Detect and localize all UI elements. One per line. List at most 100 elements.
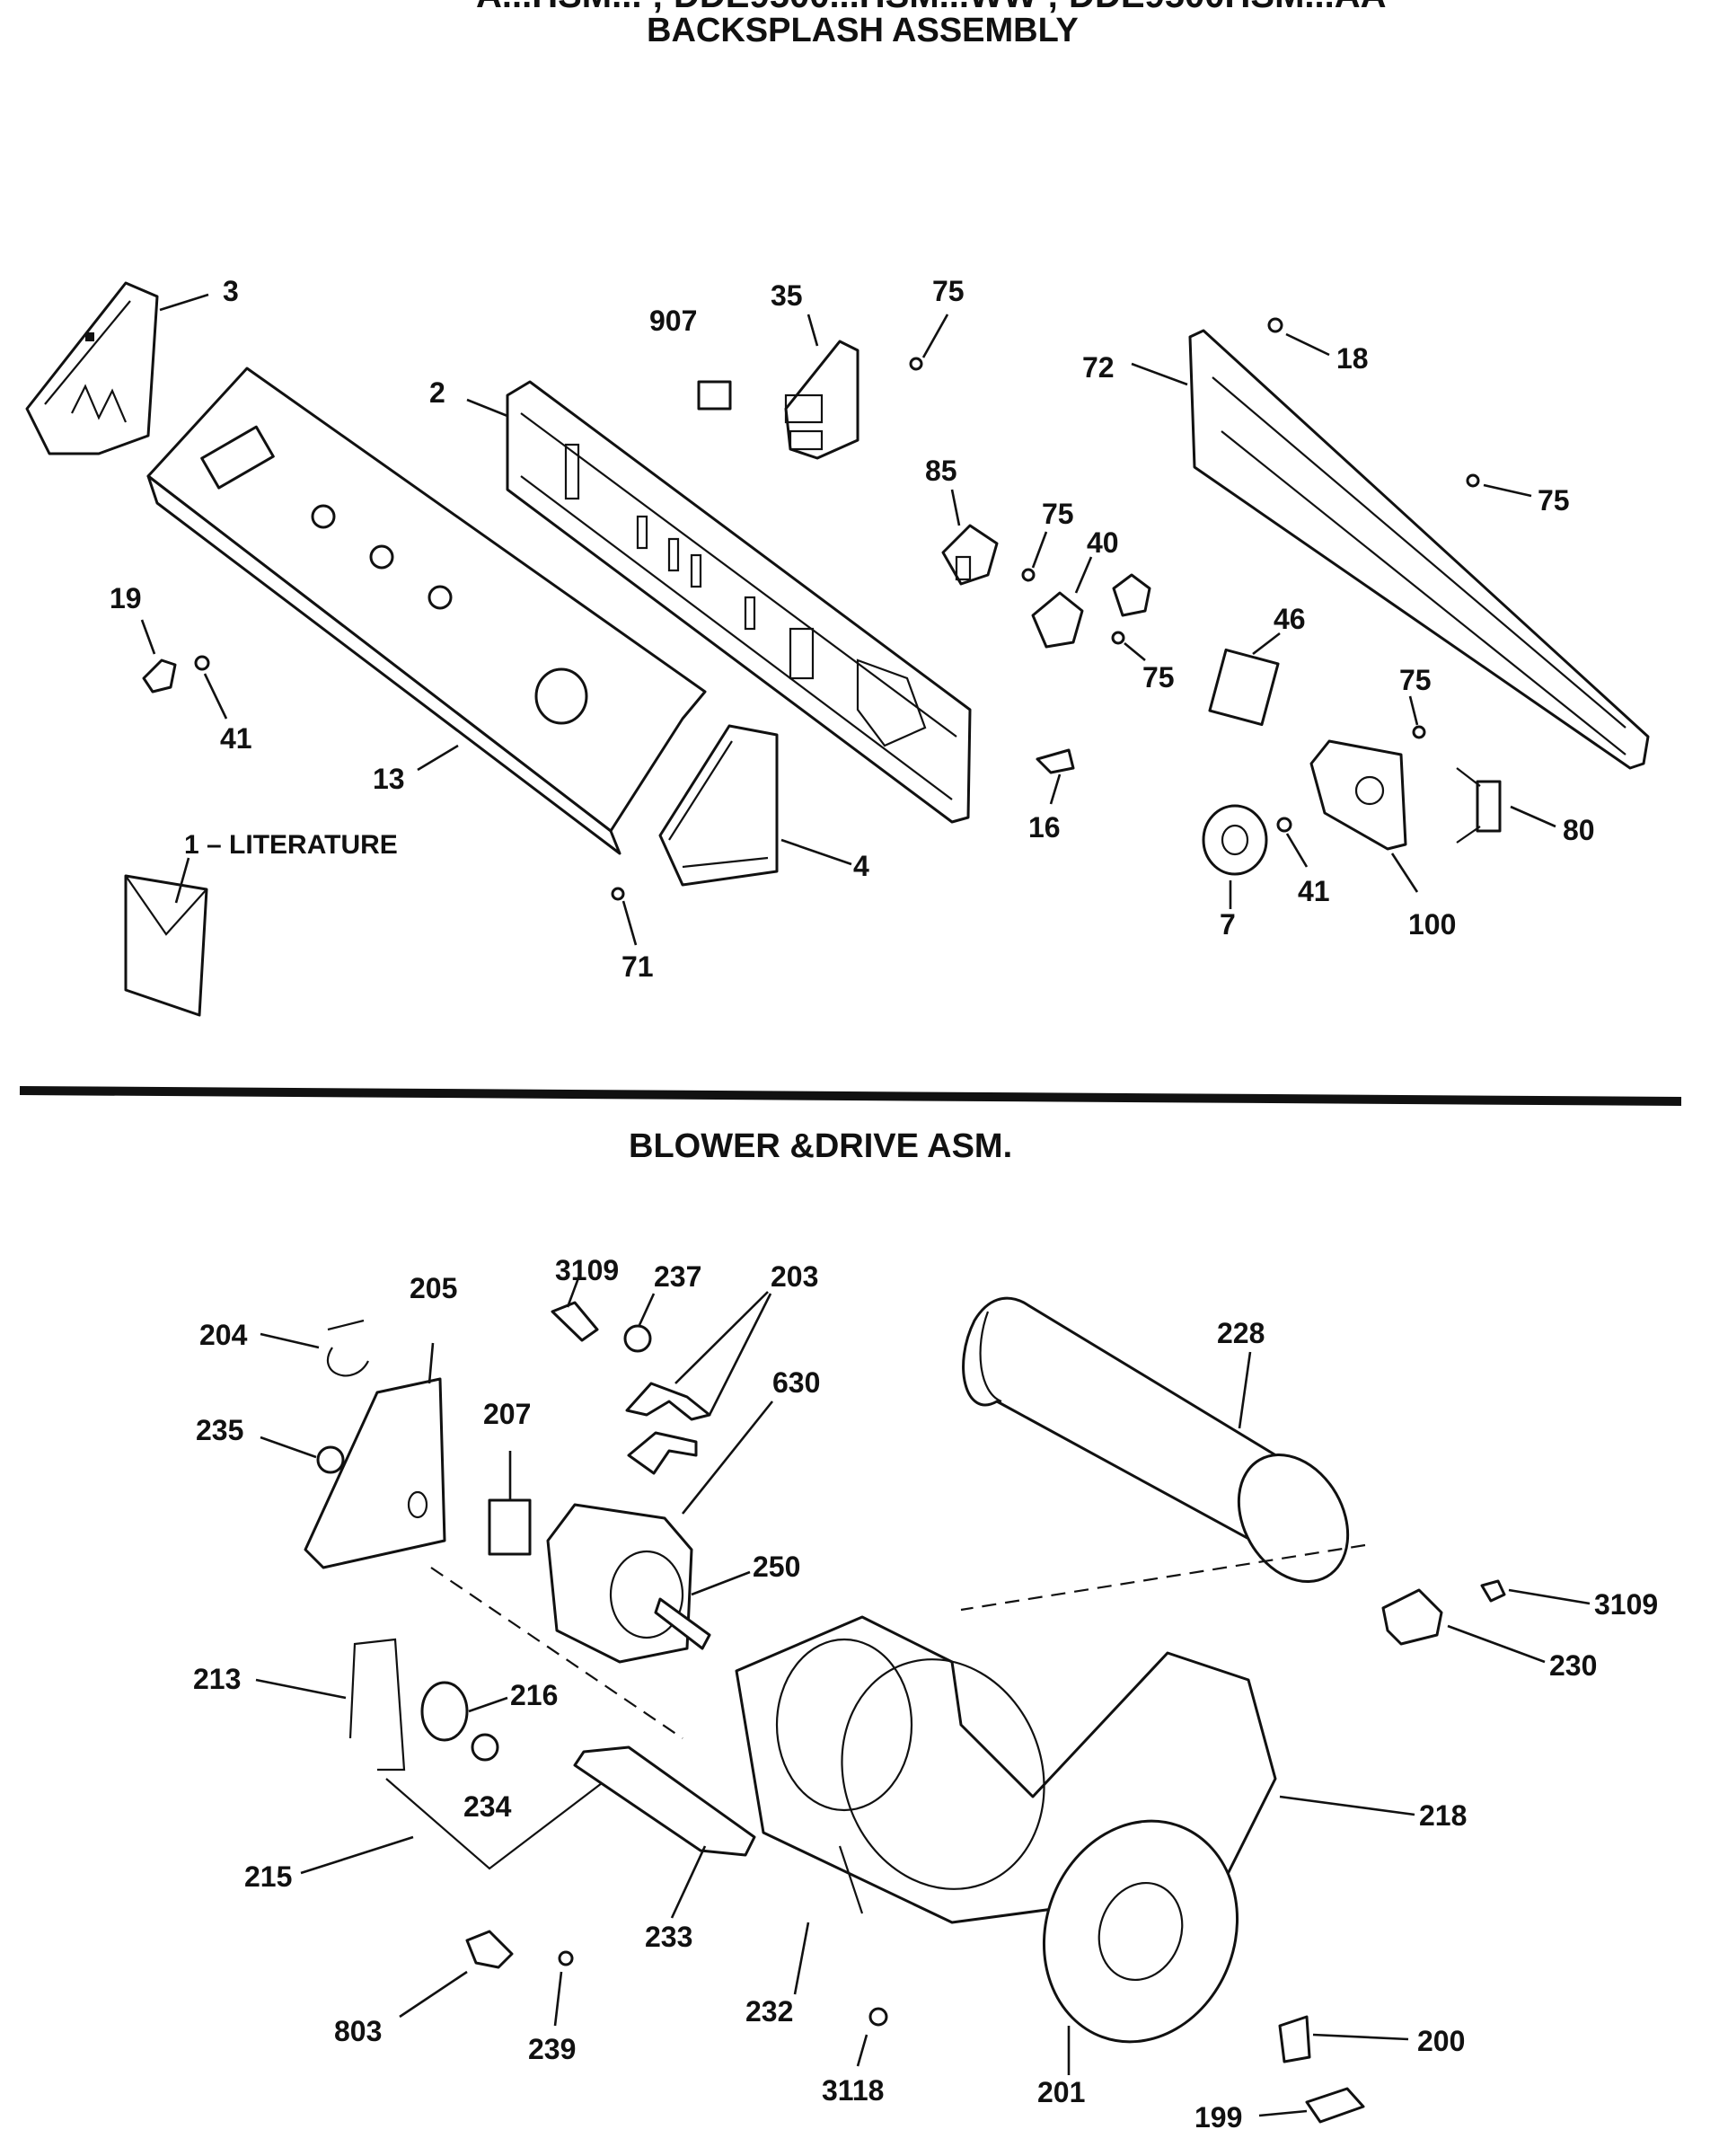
leader-85 [950, 489, 961, 526]
screw-75-a [909, 357, 923, 371]
leader-3 [159, 293, 209, 312]
part-41-a [194, 655, 210, 671]
leader-41-b [1285, 833, 1309, 868]
label-80: 80 [1563, 814, 1595, 846]
leader-75-c [1031, 531, 1048, 569]
part-201-blower-wheel [1042, 1819, 1239, 2044]
part-204-clamp [326, 1319, 369, 1377]
label-228: 228 [1217, 1317, 1265, 1349]
part-80-block [1456, 767, 1502, 844]
label-75-e: 75 [1399, 664, 1432, 696]
leader-213 [255, 1678, 347, 1700]
cut-off-model-title: A...HSM... ; DDE9500...HSM...WW ; DDE950… [476, 0, 1387, 15]
label-204: 204 [199, 1319, 248, 1351]
label-75-a: 75 [932, 275, 965, 307]
screw-75-d [1111, 631, 1125, 645]
label-35: 35 [771, 279, 803, 312]
dash-motor [430, 1567, 683, 1739]
label-233: 233 [645, 1921, 692, 1953]
label-75-d: 75 [1142, 661, 1175, 694]
label-907: 907 [649, 305, 697, 337]
part-100-timer [1309, 739, 1407, 851]
label-207: 207 [483, 1398, 531, 1430]
section-divider [19, 1086, 1682, 1106]
part-1-literature [124, 874, 208, 1017]
screw-71 [611, 887, 625, 901]
label-71: 71 [621, 950, 654, 983]
leader-216 [468, 1696, 508, 1713]
part-46-board [1208, 648, 1280, 727]
label-205: 205 [410, 1272, 457, 1304]
part-4-endcap [658, 724, 779, 887]
part-40-switch [1031, 573, 1151, 649]
part-228-duct [962, 1296, 1350, 1584]
part-232-rod [838, 1845, 864, 1914]
part-205-bracket [304, 1377, 446, 1569]
part-207-switch [488, 1498, 532, 1556]
label-237: 237 [654, 1260, 701, 1293]
label-215: 215 [244, 1860, 292, 1893]
label-2: 2 [429, 376, 445, 409]
label-216: 216 [510, 1679, 558, 1711]
label-250: 250 [753, 1551, 800, 1583]
label-630: 630 [772, 1366, 820, 1399]
leader-203-b [708, 1293, 772, 1416]
label-213: 213 [193, 1663, 241, 1695]
label-235: 235 [196, 1414, 243, 1446]
leader-3118 [856, 2034, 868, 2067]
screw-75-e [1412, 725, 1426, 739]
label-75-b: 75 [1538, 484, 1570, 517]
label-7: 7 [1220, 908, 1236, 941]
leader-228 [1238, 1351, 1252, 1429]
part-7-knob [1202, 804, 1268, 876]
leader-1 [174, 857, 190, 904]
part-3109-lamp [1480, 1579, 1506, 1603]
part-3109-bulb [551, 1301, 599, 1342]
leader-630 [681, 1401, 774, 1515]
leader-233 [670, 1845, 707, 1919]
leader-2 [466, 398, 508, 418]
label-46: 46 [1274, 603, 1306, 635]
label-201: 201 [1037, 2076, 1085, 2108]
part-13-front-panel [146, 367, 707, 855]
part-203-clamp-b [627, 1431, 698, 1475]
label-3: 3 [223, 275, 239, 307]
screw-239 [558, 1950, 574, 1966]
leader-230 [1447, 1624, 1546, 1664]
label-40: 40 [1087, 526, 1119, 559]
part-72-rear-panel [1188, 329, 1650, 770]
label-75-c: 75 [1042, 498, 1074, 530]
part-199-screw [1305, 2087, 1365, 2124]
blower-drive-title: BLOWER &DRIVE ASM. [629, 1127, 1012, 1165]
leader-3109-a [566, 1275, 581, 1308]
part-215-rod [385, 1778, 603, 1870]
label-18: 18 [1336, 342, 1369, 375]
screw-3118 [868, 2007, 888, 2027]
leader-4 [780, 838, 852, 866]
leader-218 [1279, 1795, 1415, 1816]
backsplash-assembly-title: BACKSPLASH ASSEMBLY [647, 12, 1079, 49]
leader-75-d [1124, 641, 1146, 662]
part-237-screw [623, 1324, 652, 1353]
leader-75-a [921, 314, 949, 358]
label-3118: 3118 [822, 2074, 884, 2107]
leader-80 [1510, 805, 1556, 828]
leader-803 [399, 1970, 468, 2019]
leader-235 [260, 1436, 317, 1459]
leader-35 [807, 314, 819, 347]
part-630-motor [546, 1503, 711, 1664]
screw-75-c [1021, 568, 1036, 582]
label-3109-a: 3109 [555, 1254, 619, 1286]
leader-41-a [203, 673, 228, 720]
leader-204 [260, 1332, 320, 1349]
leader-71 [621, 900, 638, 946]
label-1-literature: 1 – LITERATURE [184, 830, 398, 860]
label-41-a: 41 [220, 722, 252, 755]
part-85-switch [941, 524, 999, 586]
part-200-bracket [1278, 2015, 1311, 2063]
part-19-knob-clip [142, 658, 177, 694]
part-213-spring-assembly [348, 1638, 499, 1772]
screw-75-b [1466, 473, 1480, 488]
